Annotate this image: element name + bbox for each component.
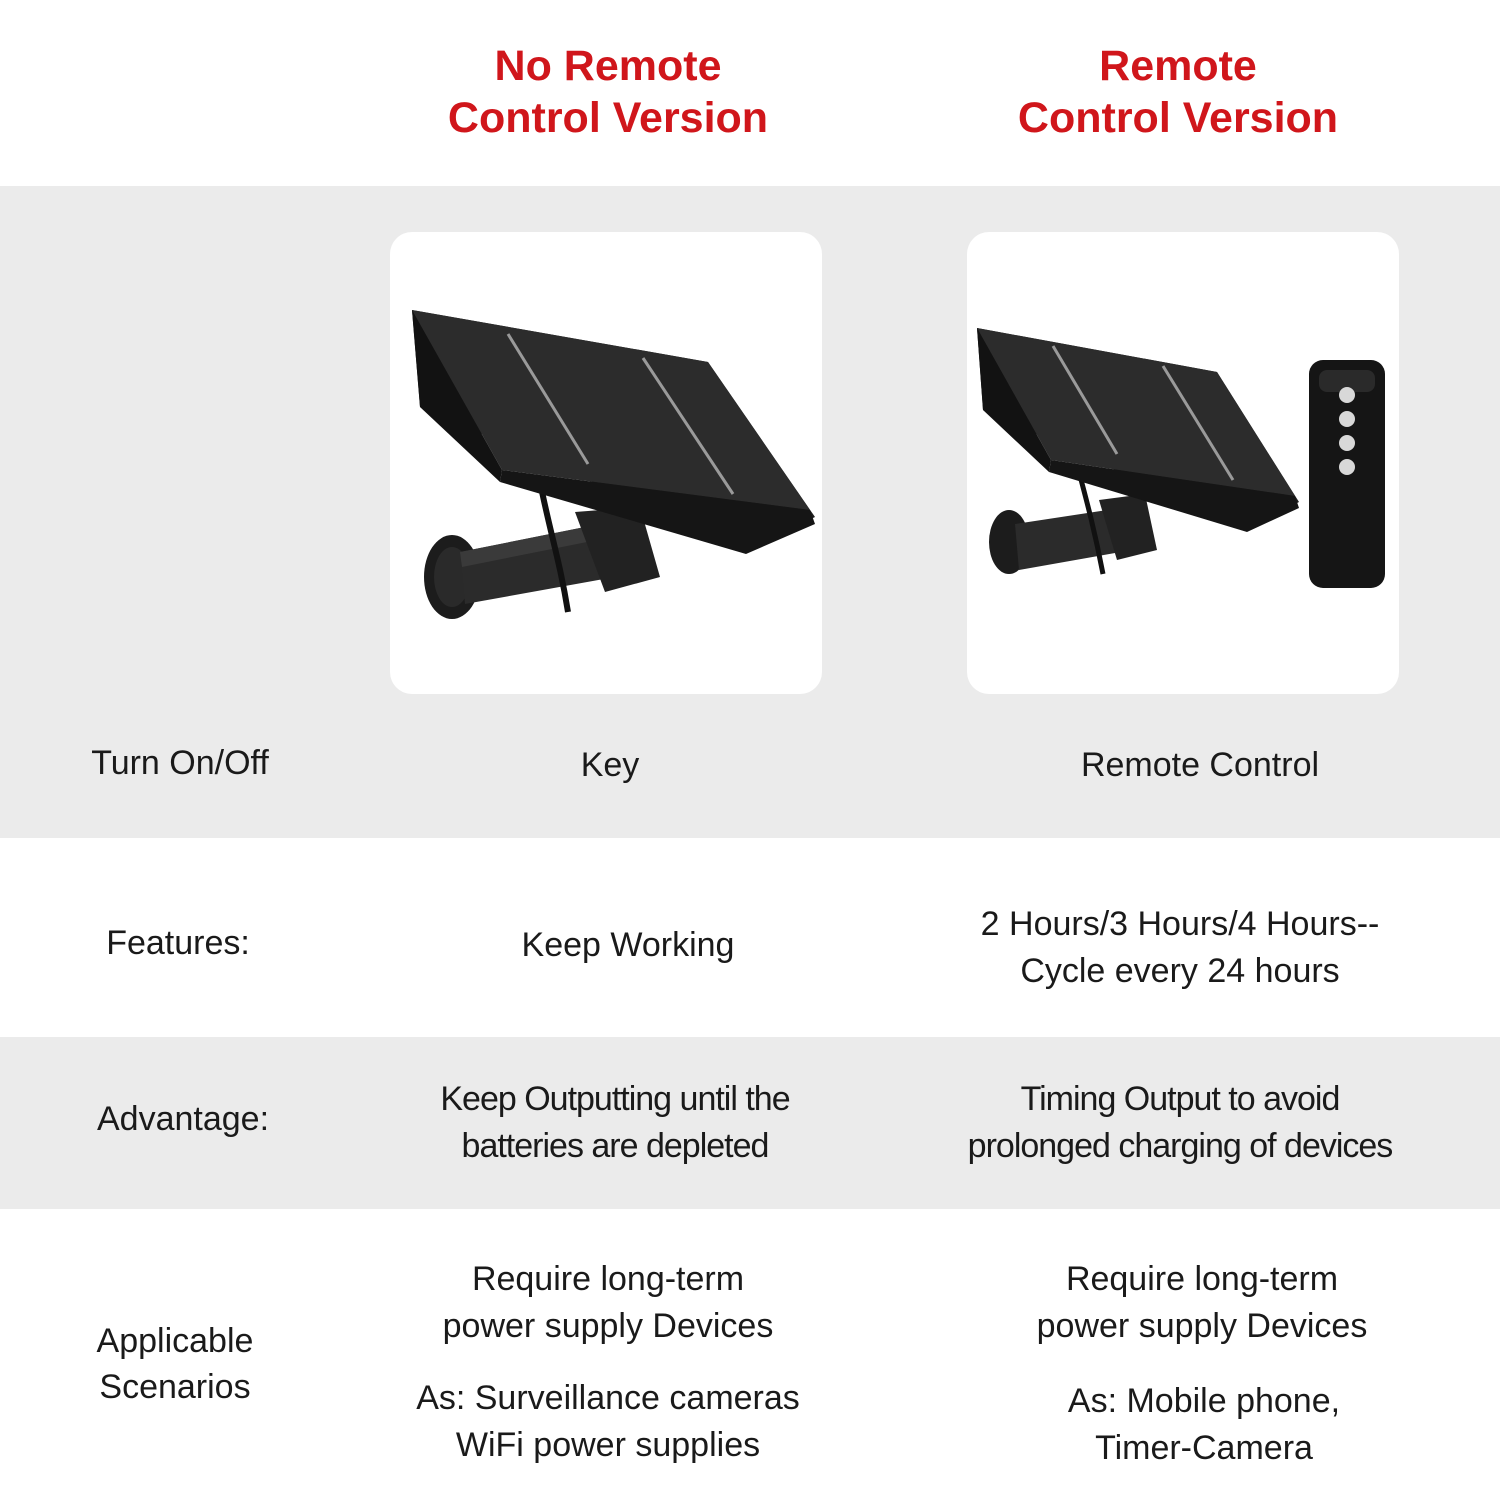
features-no-remote: Keep Working (521, 926, 735, 964)
product-card-no-remote (390, 232, 822, 694)
row-label-features: Features: (106, 924, 250, 962)
advantage-no-remote: Keep Outputting until the batteries are … (440, 1080, 790, 1165)
advantage-remote: Timing Output to avoid prolonged chargin… (967, 1080, 1394, 1165)
scenarios-remote-requirement: Require long-term power supply Devices (1036, 1260, 1368, 1345)
features-remote: 2 Hours/3 Hours/4 Hours-- Cycle every 24… (980, 905, 1380, 990)
advantage-band (0, 1037, 1500, 1209)
column-title-remote: Remote Control Version (1017, 42, 1339, 142)
turn-on-off-no-remote: Key (580, 746, 640, 784)
scenarios-remote-examples: As: Mobile phone, Timer-Camera (1067, 1382, 1341, 1467)
product-card-remote (967, 232, 1399, 694)
turn-on-off-remote: Remote Control (1080, 746, 1320, 784)
scenarios-no-remote-requirement: Require long-term power supply Devices (442, 1260, 774, 1345)
scenarios-no-remote-examples: As: Surveillance cameras WiFi power supp… (416, 1379, 800, 1464)
row-label-turn-on-off: Turn On/Off (91, 744, 269, 782)
solar-panel-with-remote-icon (977, 328, 1385, 588)
row-label-applicable-scenarios: Applicable Scenarios (96, 1322, 254, 1406)
row-label-advantage: Advantage: (96, 1100, 270, 1138)
solar-panel-with-bracket-icon (412, 310, 815, 619)
column-title-no-remote: No Remote Control Version (447, 42, 769, 142)
